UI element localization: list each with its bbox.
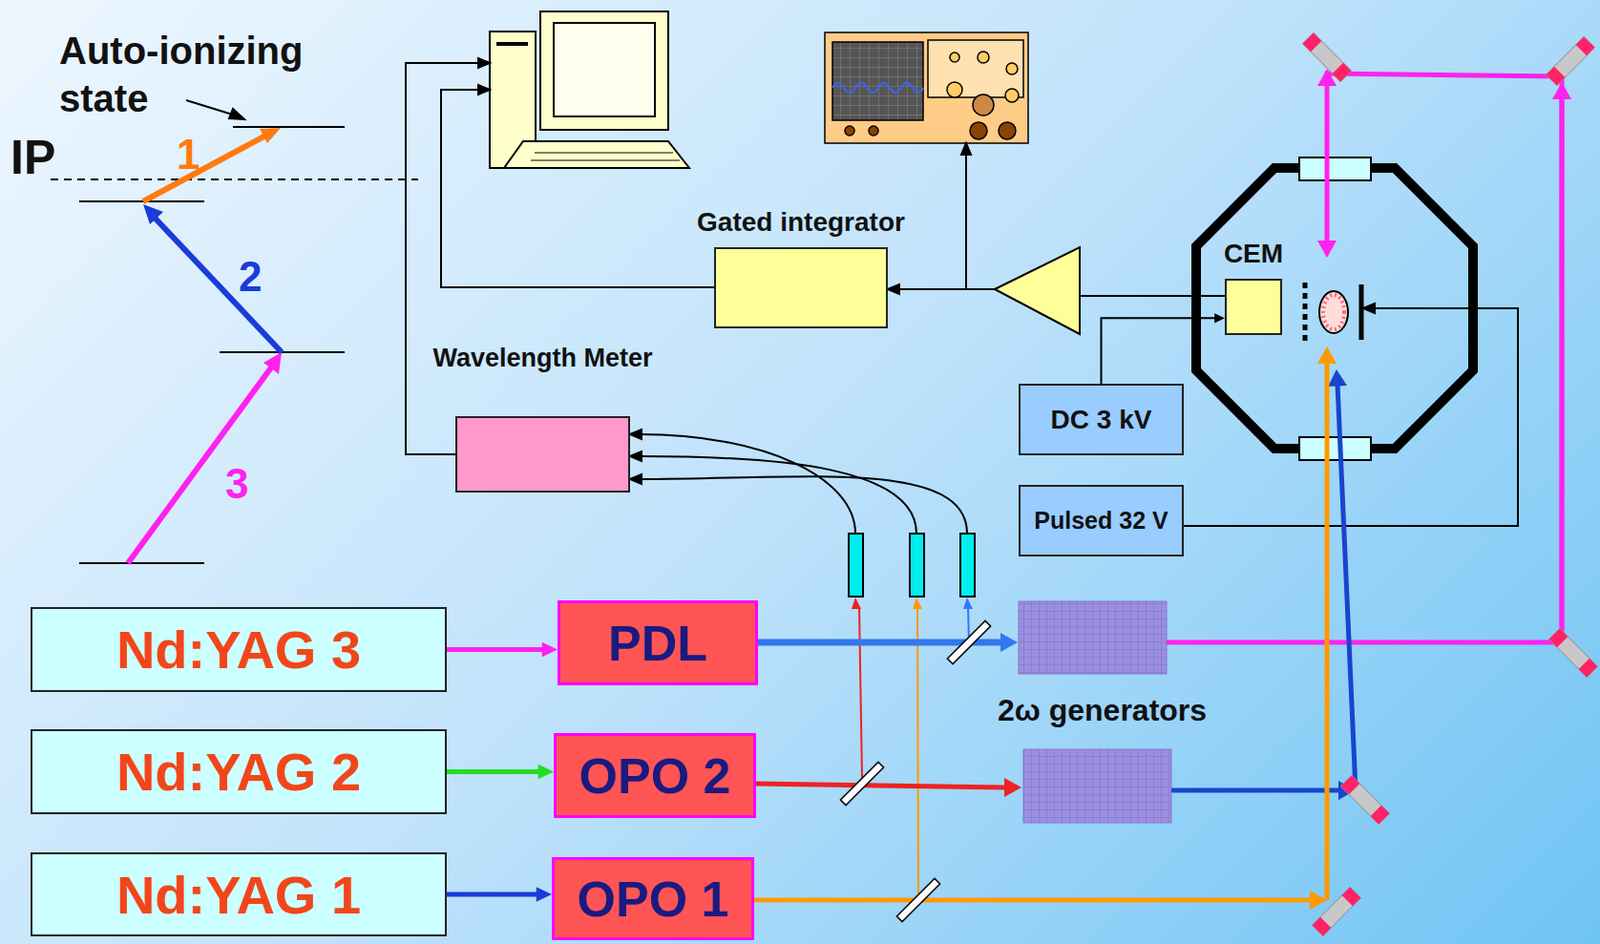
transition-number: 1 [176,133,200,176]
laser-box-outline: Nd:YAG 3 [30,607,447,693]
vacuum-chamber [1196,157,1474,461]
laser-box: Nd:YAG 3 [30,607,447,693]
laser-box: Nd:YAG 2 [30,729,447,815]
computer-icon [489,11,690,169]
box-label: Nd:YAG 3 [116,618,361,681]
opo-box-outline: OPO 2 [553,733,757,819]
box-heading: Gated integrator [675,205,927,240]
transition-number: 3 [225,463,249,506]
opo-box: OPO 1 [551,857,755,941]
wavelength-meter-outline [455,416,631,493]
box-label: Nd:YAG 2 [116,740,361,803]
doubling-crystal [1018,601,1167,674]
signal-wires [405,58,1518,527]
amplifier [994,247,1080,335]
laser-box-outline: Nd:YAG 1 [30,852,447,937]
oscilloscope-icon [824,32,1029,144]
gated-integrator: Gated integrator [714,247,888,329]
laser-box: Nd:YAG 1 [30,852,447,937]
laser-box-outline: Nd:YAG 2 [30,729,447,815]
auto-ionizing-label: Auto-ionizing state [59,26,346,123]
energy-levels [50,100,419,564]
wavelength-meter: Wavelength Meter [455,416,631,493]
laser-beams [754,68,1572,910]
pulse-supply: Pulsed 32 V [1018,484,1184,557]
connector [446,886,552,902]
mirrors [1303,33,1599,937]
beam-splitters [840,620,990,922]
electron-multiplier-outline [1224,278,1283,336]
opo-box: OPO 2 [553,733,757,819]
power-supply: DC 3 kV [1018,383,1184,456]
fiber-couplers [848,533,975,597]
doubling-crystal [1023,749,1172,823]
connector [446,764,554,779]
fibers [630,429,968,534]
transition-arrows [127,127,282,564]
box-heading: Wavelength Meter [417,341,669,376]
dye-laser-box: PDL [557,600,758,686]
dye-laser-box-outline: PDL [557,600,758,686]
box-label: Pulsed 32 V [1033,506,1168,535]
transition-number: 2 [238,255,262,298]
ionization-potential-label: IP [10,133,56,182]
box-label: OPO 1 [577,870,730,928]
opo-box-outline: OPO 1 [551,857,755,941]
connector [446,642,558,657]
box-label: OPO 2 [579,747,732,805]
pulse-supply-outline: Pulsed 32 V [1018,484,1184,557]
box-label: Nd:YAG 1 [116,863,361,927]
gated-integrator-outline [714,247,888,329]
crystal-label: 2ω generators [997,694,1207,726]
box-heading: CEM [1186,236,1321,272]
box-label: DC 3 kV [1051,404,1153,436]
electron-multiplier: CEM [1224,278,1283,336]
power-supply-outline: DC 3 kV [1018,383,1184,456]
box-label: PDL [608,614,708,673]
connector [1101,313,1226,384]
